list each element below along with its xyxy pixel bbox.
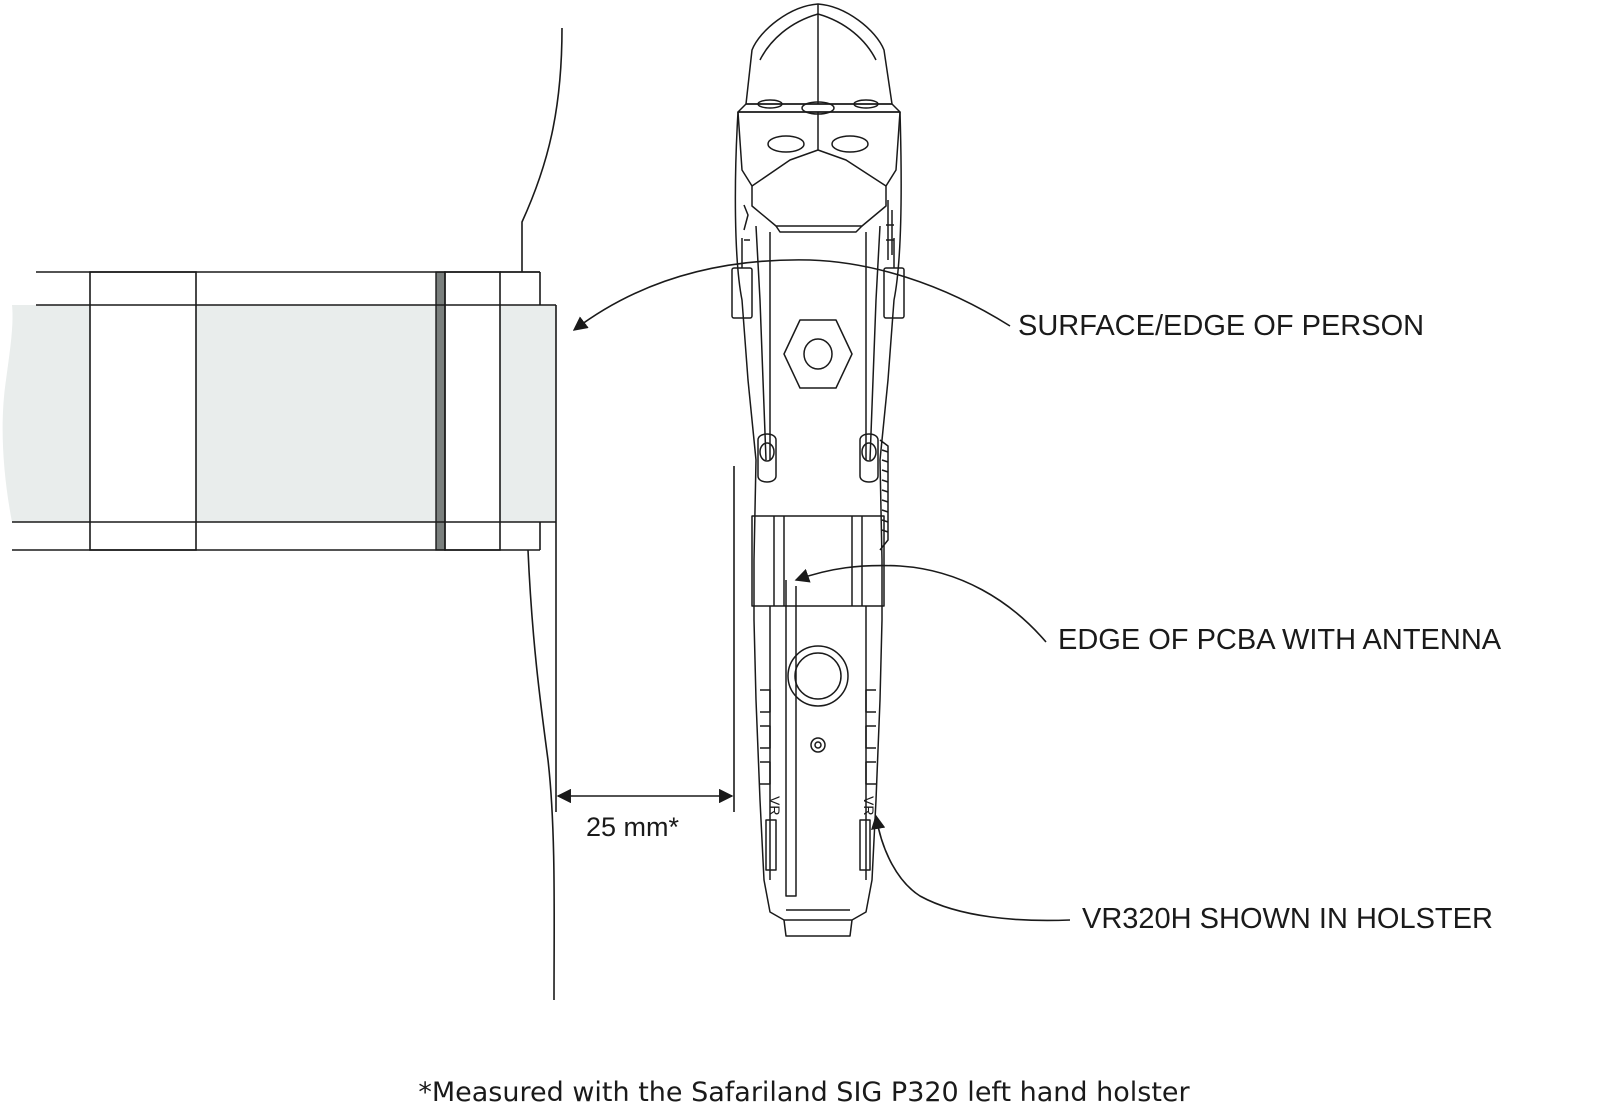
holster-band: [751, 515, 885, 607]
belt-section: [2, 271, 557, 551]
label-surface-edge: SURFACE/EDGE OF PERSON: [1018, 310, 1425, 342]
belt-right-fill: [500, 305, 556, 522]
leader-holster: [871, 814, 1071, 922]
leader-surface-edge: [572, 259, 1011, 331]
dimension-geometry: [555, 466, 735, 812]
belt-outer-fill: [2, 305, 90, 522]
device-screw: [810, 737, 826, 753]
vr-mark-left: VR: [767, 796, 783, 815]
belt-strap: [435, 271, 446, 551]
device-button: [787, 645, 849, 707]
label-dimension: 25 mm*: [586, 812, 680, 842]
label-pcba-edge: EDGE OF PCBA WITH ANTENNA: [1058, 624, 1502, 656]
pcba-edge: [785, 580, 797, 897]
label-holster: VR320H SHOWN IN HOLSTER: [1082, 903, 1493, 935]
person-outline: [521, 27, 563, 1001]
device-body: [734, 111, 902, 921]
device-vr320h: [731, 3, 905, 937]
vr-mark-right: VR: [861, 796, 877, 815]
leader-pcba-edge: [794, 564, 1047, 643]
belt-inner-fill: [196, 305, 436, 522]
device-hex-nut: [783, 319, 853, 389]
device-vr-marks: VR VR: [767, 796, 877, 815]
leader-lines: [572, 259, 1071, 922]
device-nose: [745, 3, 893, 105]
footnote: *Measured with the Safariland SIG P320 l…: [418, 1077, 1190, 1108]
